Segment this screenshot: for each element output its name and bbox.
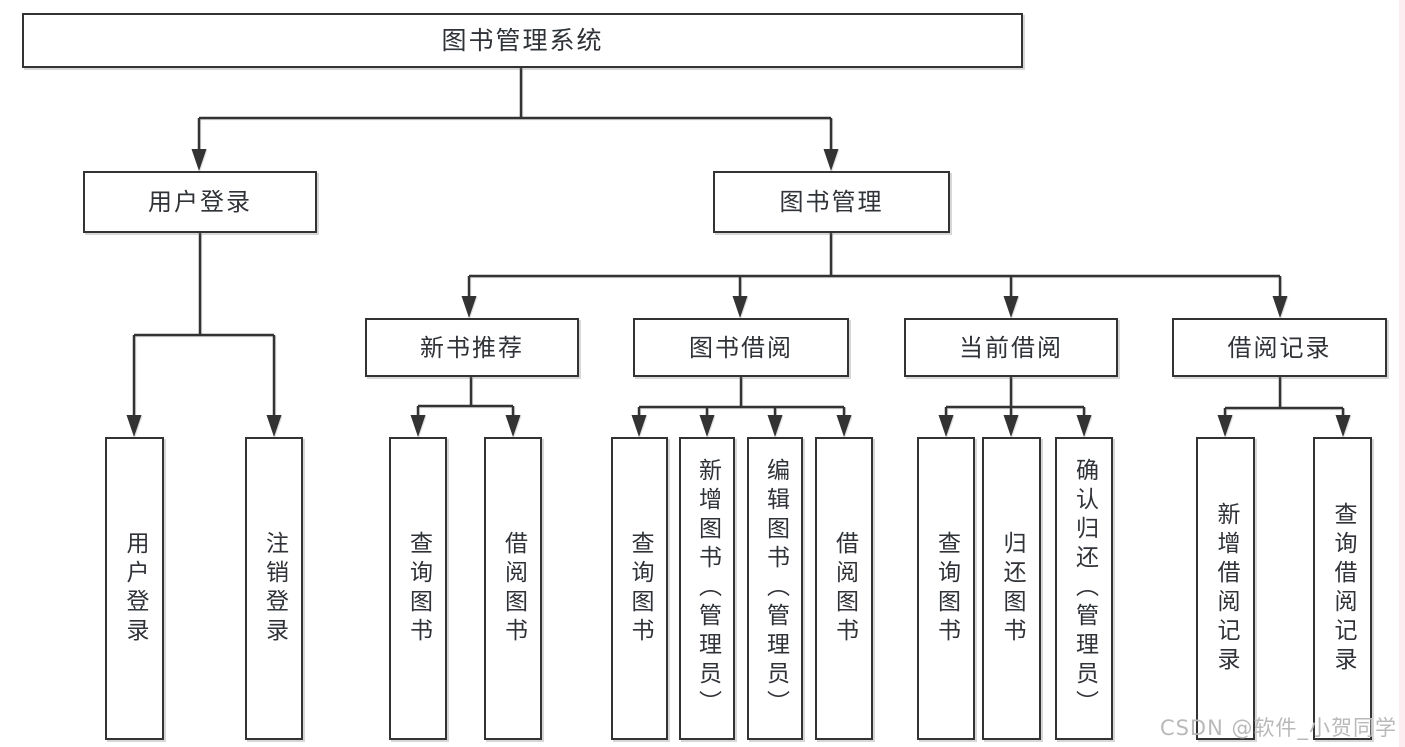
node-book-management: 图书管理 [713,171,950,233]
leaf-return-books: 归还图书 [982,437,1041,740]
node-borrowing-records: 借阅记录 [1172,318,1387,377]
node-book-borrowing: 图书借阅 [633,318,849,377]
leaf-query-borrow-record: 查询借阅记录 [1313,437,1372,740]
leaf-logout: 注销登录 [245,437,303,740]
node-user-login: 用户登录 [83,171,317,233]
leaf-user-login: 用户登录 [105,437,164,740]
leaf-query-books-recommend: 查询图书 [389,437,447,740]
node-current-borrowing: 当前借阅 [904,318,1118,377]
leaf-borrow-books: 借阅图书 [815,437,873,740]
watermark: CSDN @软件_小贺同学 [1159,716,1397,740]
right-edge-tint [1399,0,1405,747]
leaf-query-books-borrowing: 查询图书 [611,437,668,740]
node-library-system: 图书管理系统 [22,13,1023,68]
leaf-add-book-admin: 新增图书（管理员） [679,437,735,740]
node-new-book-recommend: 新书推荐 [365,318,579,377]
leaf-query-books-current: 查询图书 [917,437,975,740]
leaf-add-borrow-record: 新增借阅记录 [1196,437,1255,740]
leaf-edit-book-admin: 编辑图书（管理员） [747,437,803,740]
leaf-borrow-books-recommend: 借阅图书 [484,437,542,740]
leaf-confirm-return-admin: 确认归还（管理员） [1055,437,1113,740]
